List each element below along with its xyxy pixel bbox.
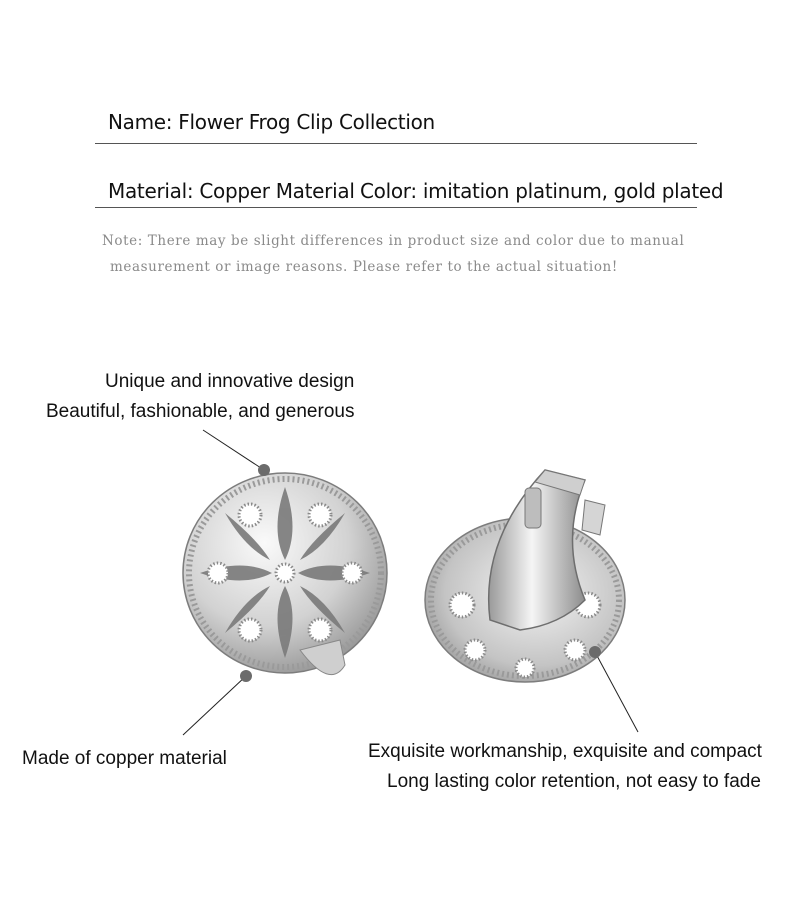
note-line-1: Note: There may be slight differences in… (102, 233, 685, 249)
note-line-2: measurement or image reasons. Please ref… (110, 259, 618, 275)
spec-divider (95, 207, 697, 208)
callout-color-retention: Long lasting color retention, not easy t… (387, 771, 761, 792)
callout-connectors (182, 429, 639, 736)
callout-beautiful: Beautiful, fashionable, and generous (46, 401, 355, 422)
right-earring-back (424, 469, 626, 683)
name-divider (95, 143, 697, 144)
product-name: Name: Flower Frog Clip Collection (108, 110, 435, 134)
color-spec: Color: imitation platinum, gold plated (360, 179, 724, 203)
material-spec: Material: Copper Material (108, 179, 355, 203)
callout-unique-design: Unique and innovative design (105, 371, 355, 392)
callout-copper-material: Made of copper material (22, 748, 227, 769)
left-earring-front (182, 472, 388, 675)
callout-workmanship: Exquisite workmanship, exquisite and com… (368, 741, 762, 762)
